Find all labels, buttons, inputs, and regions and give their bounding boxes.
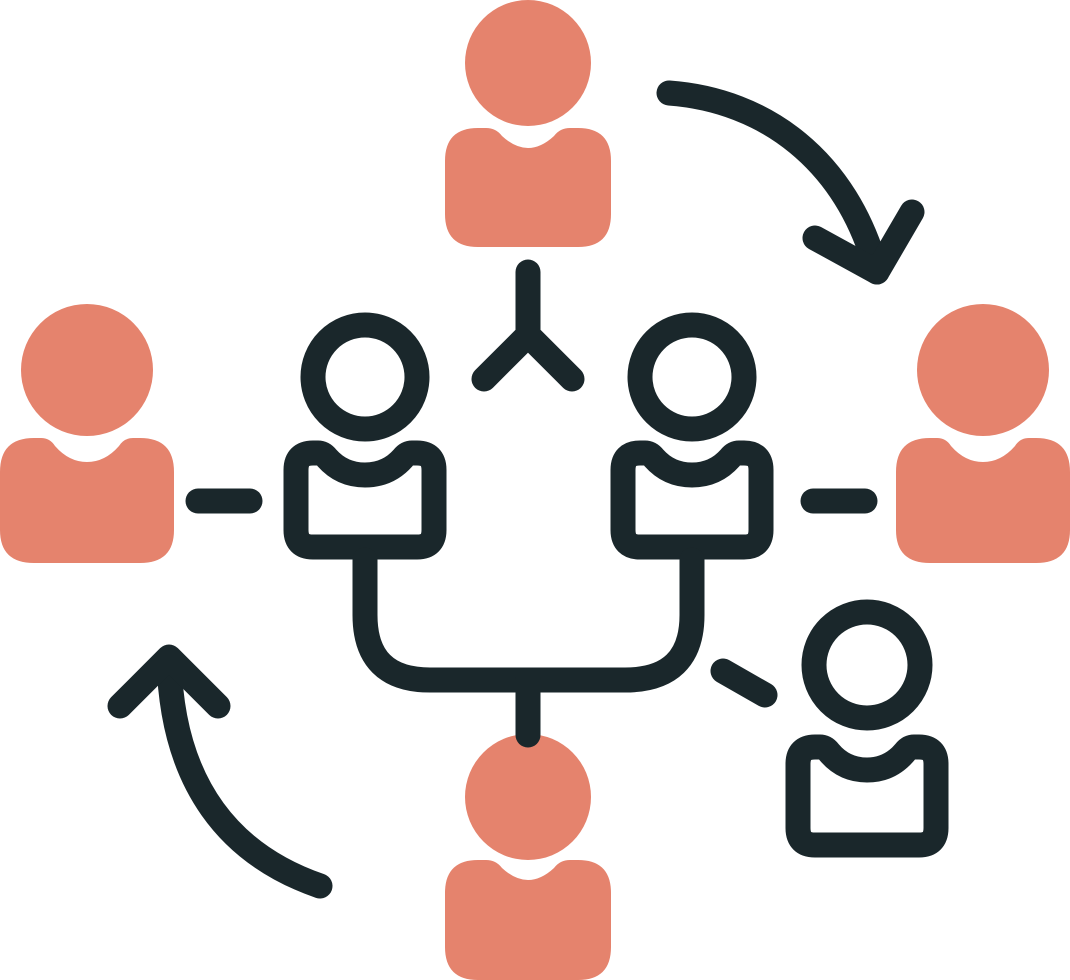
person-bottom-icon: [445, 734, 611, 980]
connector-lines: [185, 259, 878, 748]
arrow-top-right-icon: [656, 80, 925, 285]
arrow-bottom-left-icon: [107, 644, 333, 899]
person-center-right-icon: [610, 312, 774, 560]
person-lower-right-icon: [785, 599, 949, 858]
person-center-left-icon: [283, 312, 447, 560]
person-left-icon: [0, 304, 174, 563]
person-right-icon: [896, 304, 1070, 563]
person-top-icon: [445, 0, 611, 247]
